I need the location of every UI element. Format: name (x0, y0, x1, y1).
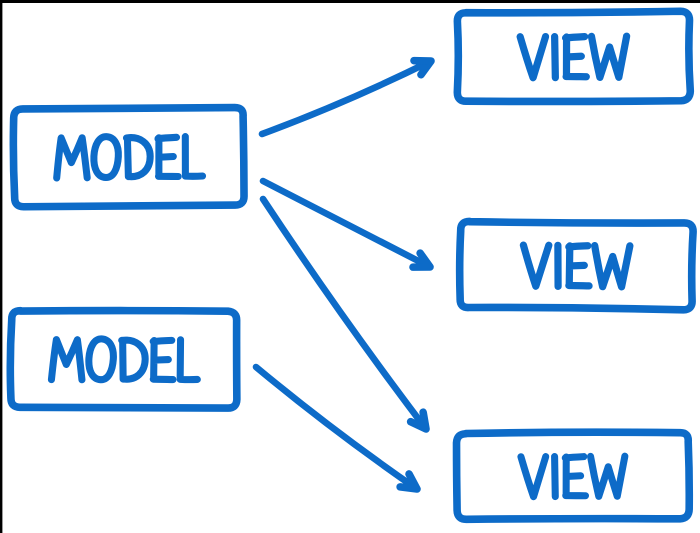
node-view-1 (453, 7, 695, 106)
label-letter (90, 133, 122, 181)
node-label (53, 133, 207, 182)
label-letter (554, 241, 562, 290)
node-box (453, 7, 695, 106)
label-letter (519, 241, 553, 290)
node-view-3 (452, 428, 694, 524)
arrow-model1-to-view1 (258, 56, 435, 138)
node-box (6, 306, 241, 412)
arrowhead-icon (410, 56, 435, 79)
node-view-2 (455, 217, 697, 314)
node-box (455, 217, 697, 314)
label-letter (176, 336, 201, 384)
label-letter (85, 335, 117, 384)
arrowhead-icon (396, 470, 421, 493)
node-box (452, 428, 694, 524)
arrowhead-icon (406, 408, 430, 433)
label-letter (47, 336, 86, 384)
arrow-line (252, 363, 421, 493)
label-letter (561, 453, 590, 500)
node-label (516, 32, 631, 82)
label-letter (118, 336, 149, 383)
label-letter (149, 336, 177, 384)
node-model-2 (6, 306, 241, 412)
label-letter (517, 453, 550, 501)
arrow-model2-to-view3 (252, 363, 421, 493)
arrow-model1-to-view3 (259, 195, 430, 433)
arrowhead-icon (409, 249, 434, 271)
arrow-line (259, 195, 430, 433)
node-box (9, 103, 248, 211)
label-letter (551, 453, 559, 501)
label-letter (565, 242, 593, 290)
label-letter (516, 33, 550, 82)
label-letter (587, 32, 631, 81)
label-letter (591, 241, 634, 291)
node-model-1 (9, 103, 248, 211)
label-letter (154, 133, 182, 181)
label-letter (122, 134, 154, 181)
label-letter (551, 32, 559, 82)
label-letter (53, 134, 91, 182)
node-label (517, 452, 629, 501)
arrow-line (259, 177, 434, 271)
label-letter (181, 133, 207, 180)
label-letter (587, 452, 629, 500)
label-letter (561, 32, 590, 81)
arrow-model1-to-view2 (259, 177, 434, 271)
arrow-line (258, 57, 435, 138)
node-label (47, 335, 201, 384)
node-label (519, 241, 634, 291)
